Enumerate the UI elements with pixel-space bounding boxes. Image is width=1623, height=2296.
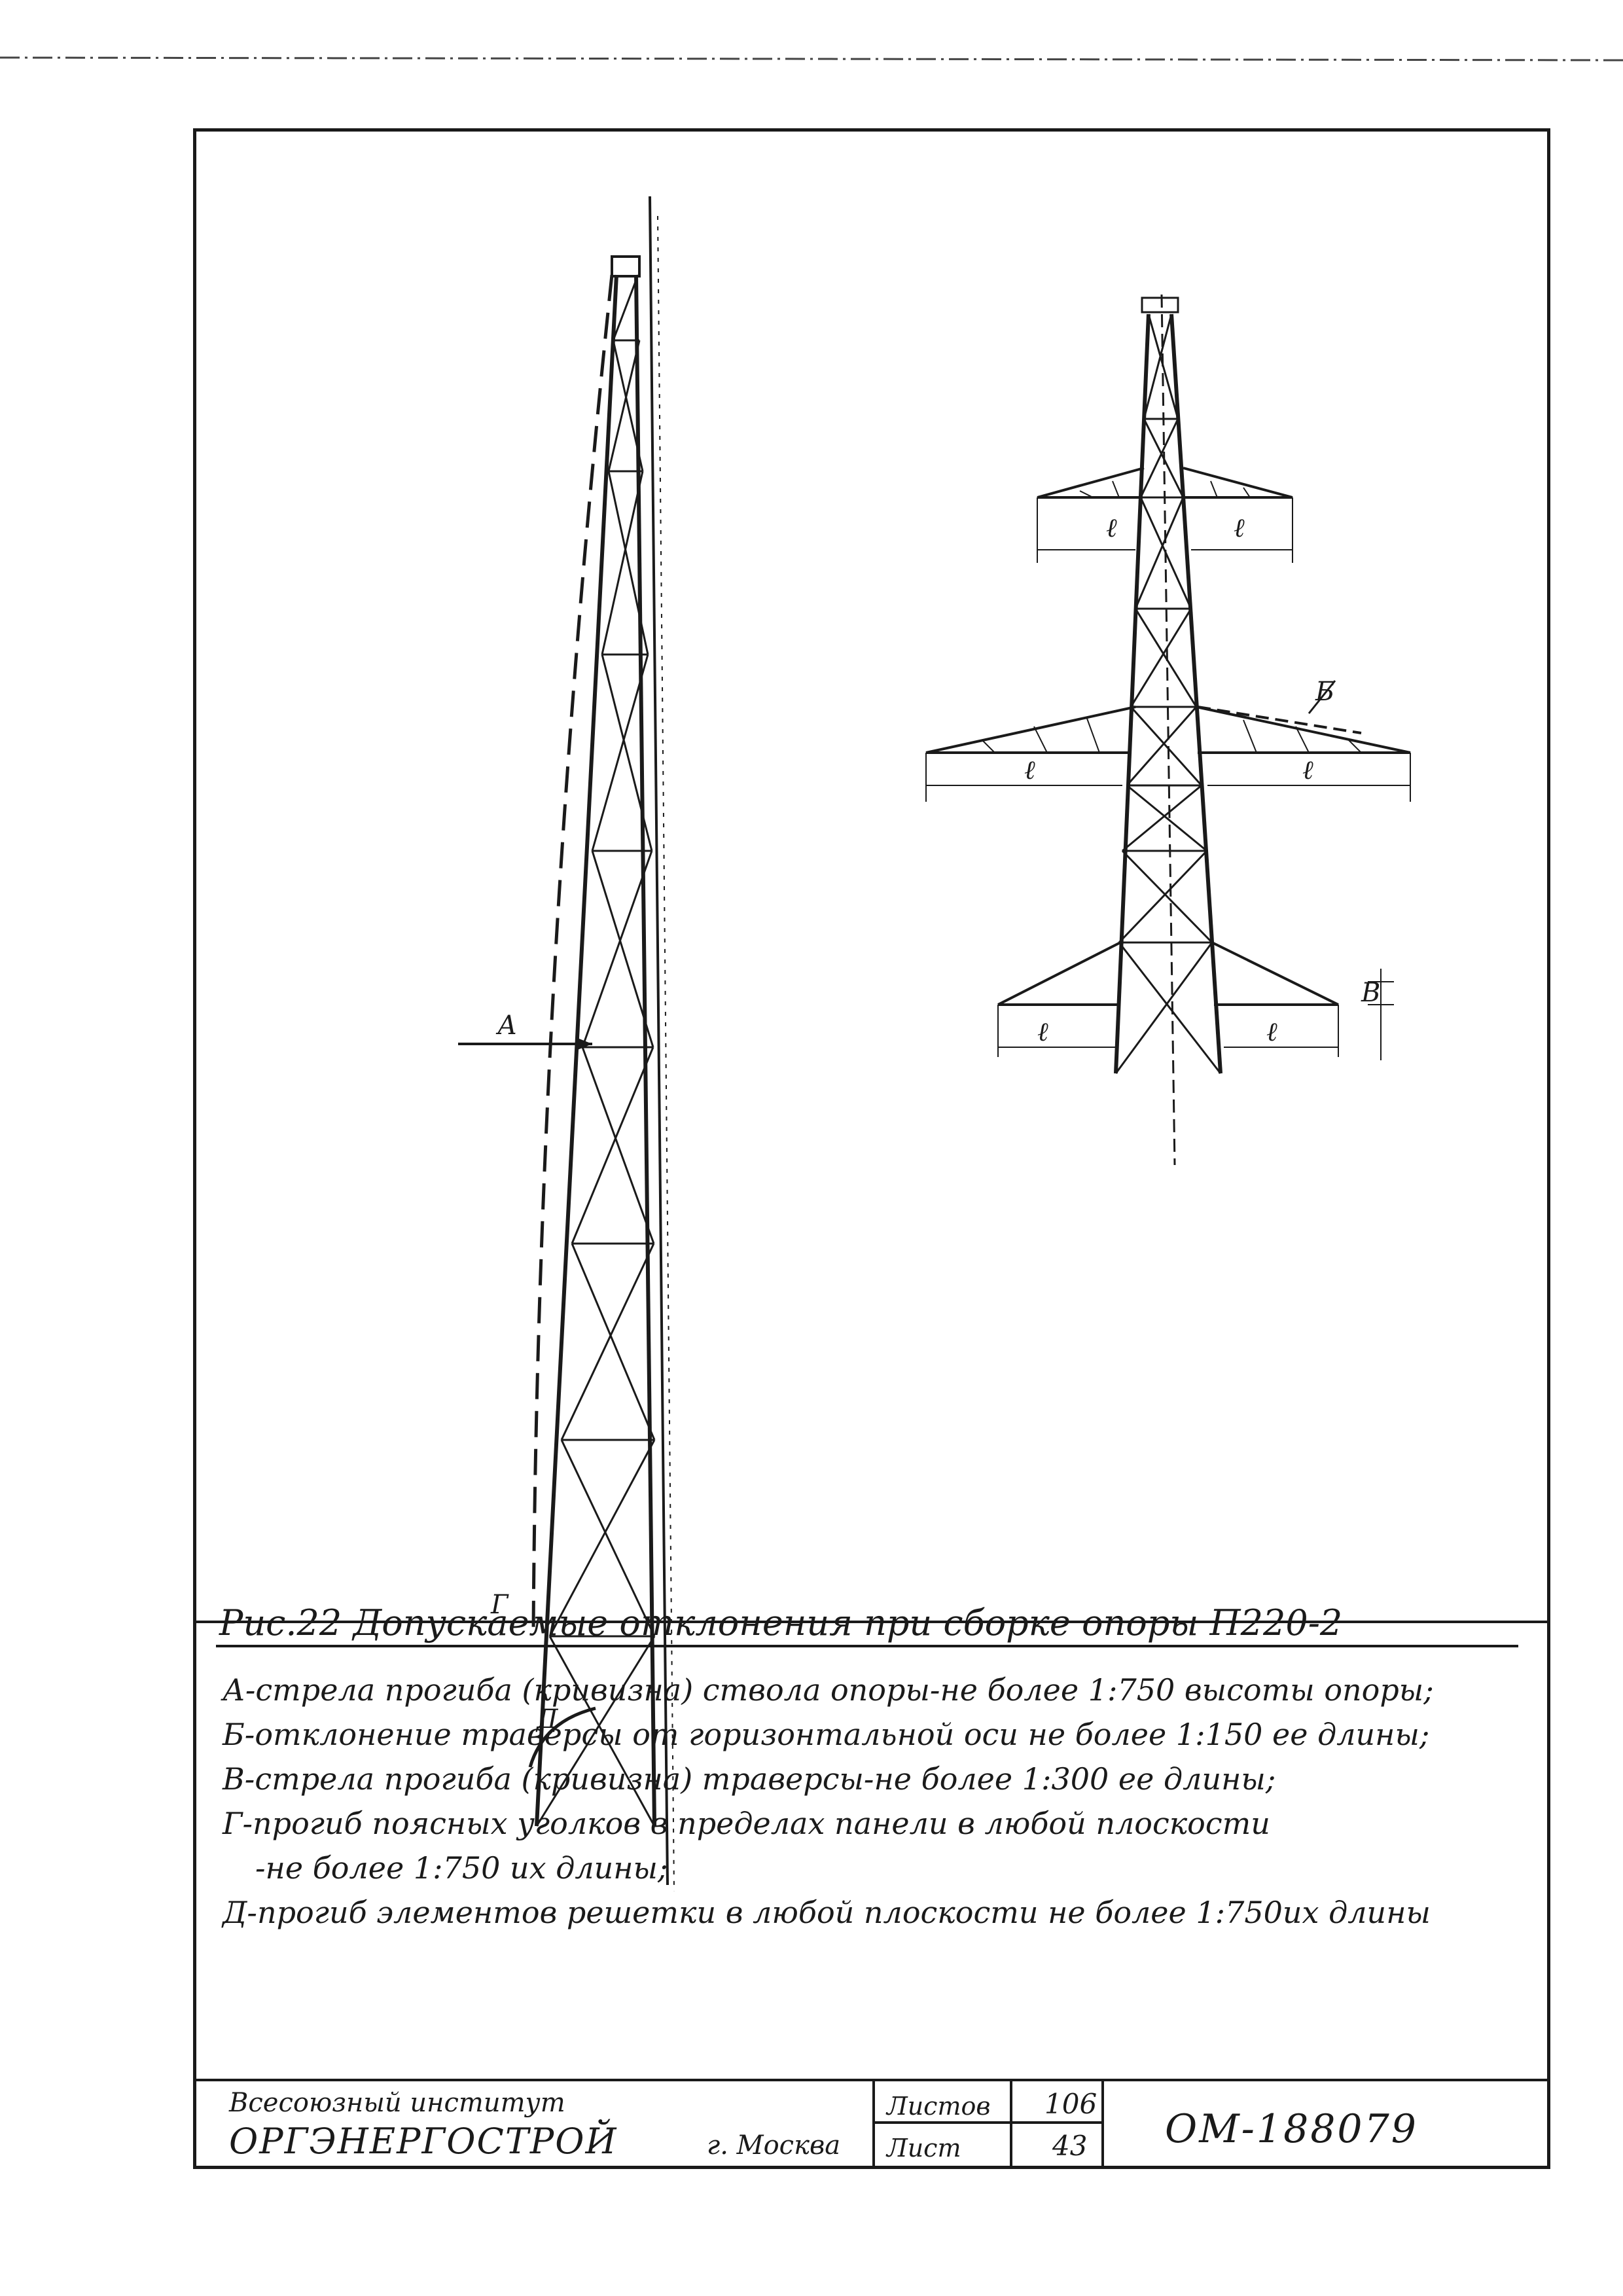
crossarm-bottom — [997, 941, 1394, 1060]
deflection-arc-d — [528, 1706, 596, 1768]
front-right-leg — [1169, 314, 1222, 1074]
tower-axis-line — [649, 196, 669, 1886]
dim-l-mid-left: ℓ — [1024, 755, 1035, 785]
dim-l-top-left: ℓ — [1106, 513, 1117, 543]
title-block-sheets-value: 106 — [1044, 2088, 1097, 2120]
front-top-cap — [1141, 296, 1179, 314]
tower-side-view — [458, 196, 675, 1892]
title-block-document-code: ОМ-188079 — [1165, 2106, 1418, 2152]
crossarm-middle — [925, 680, 1411, 802]
note-g-continued: -не более 1:750 их длины; — [255, 1850, 668, 1886]
dim-l-top-right: ℓ — [1234, 513, 1245, 543]
label-a: А — [495, 1011, 517, 1041]
dim-l-bot-right: ℓ — [1266, 1017, 1277, 1047]
label-v: В — [1361, 978, 1380, 1008]
scan-edge-line — [0, 56, 1623, 62]
label-d: Д — [535, 1704, 559, 1734]
tower-front-view — [925, 294, 1411, 1166]
title-block-org-name: ОРГЭНЕРГОСТРОЙ — [229, 2121, 618, 2162]
label-g: Г — [490, 1590, 509, 1620]
note-g: Г-прогиб поясных уголков в пределах пане… — [223, 1806, 1270, 1841]
crossarm-top — [1037, 467, 1293, 563]
title-block-org-line1: Всесоюзный институт — [229, 2088, 565, 2118]
tolerance-notes: А-стрела прогиба (кривизна) ствола опоры… — [223, 1668, 1544, 1935]
tower-top-cap — [611, 255, 641, 278]
tower-hidden-line — [657, 215, 675, 1892]
dim-l-bot-left: ℓ — [1037, 1017, 1048, 1047]
dim-l-mid-right: ℓ — [1302, 755, 1313, 785]
title-block-sheet-value: 43 — [1052, 2130, 1088, 2162]
front-axis-line — [1160, 294, 1176, 1166]
label-b: Б — [1315, 677, 1334, 707]
title-block-sheets-label: Листов — [887, 2092, 991, 2121]
tower-right-leg — [634, 274, 656, 1827]
note-b: Б-отклонение траверсы от горизонтальной … — [223, 1717, 1430, 1752]
front-lattice — [1115, 314, 1222, 1074]
note-a: А-стрела прогиба (кривизна) ствола опоры… — [223, 1672, 1434, 1708]
title-block-city: г. Москва — [707, 2130, 841, 2161]
tower-lattice — [535, 274, 656, 1827]
title-block-lines — [196, 1621, 1548, 2166]
leader-a-arrow — [576, 1037, 592, 1050]
deflection-curve-a — [531, 274, 614, 1637]
note-v: В-стрела прогиба (кривизна) траверсы-не … — [223, 1761, 1276, 1797]
drawing-frame — [193, 128, 1550, 2169]
note-d: Д-прогиб элементов решетки в любой плоск… — [223, 1895, 1431, 1930]
title-block-sheet-label: Лист — [887, 2134, 961, 2162]
tower-left-leg — [535, 274, 618, 1827]
figure-caption: Рис.22 Допускаемые отклонения при сборке… — [219, 1602, 1343, 1643]
